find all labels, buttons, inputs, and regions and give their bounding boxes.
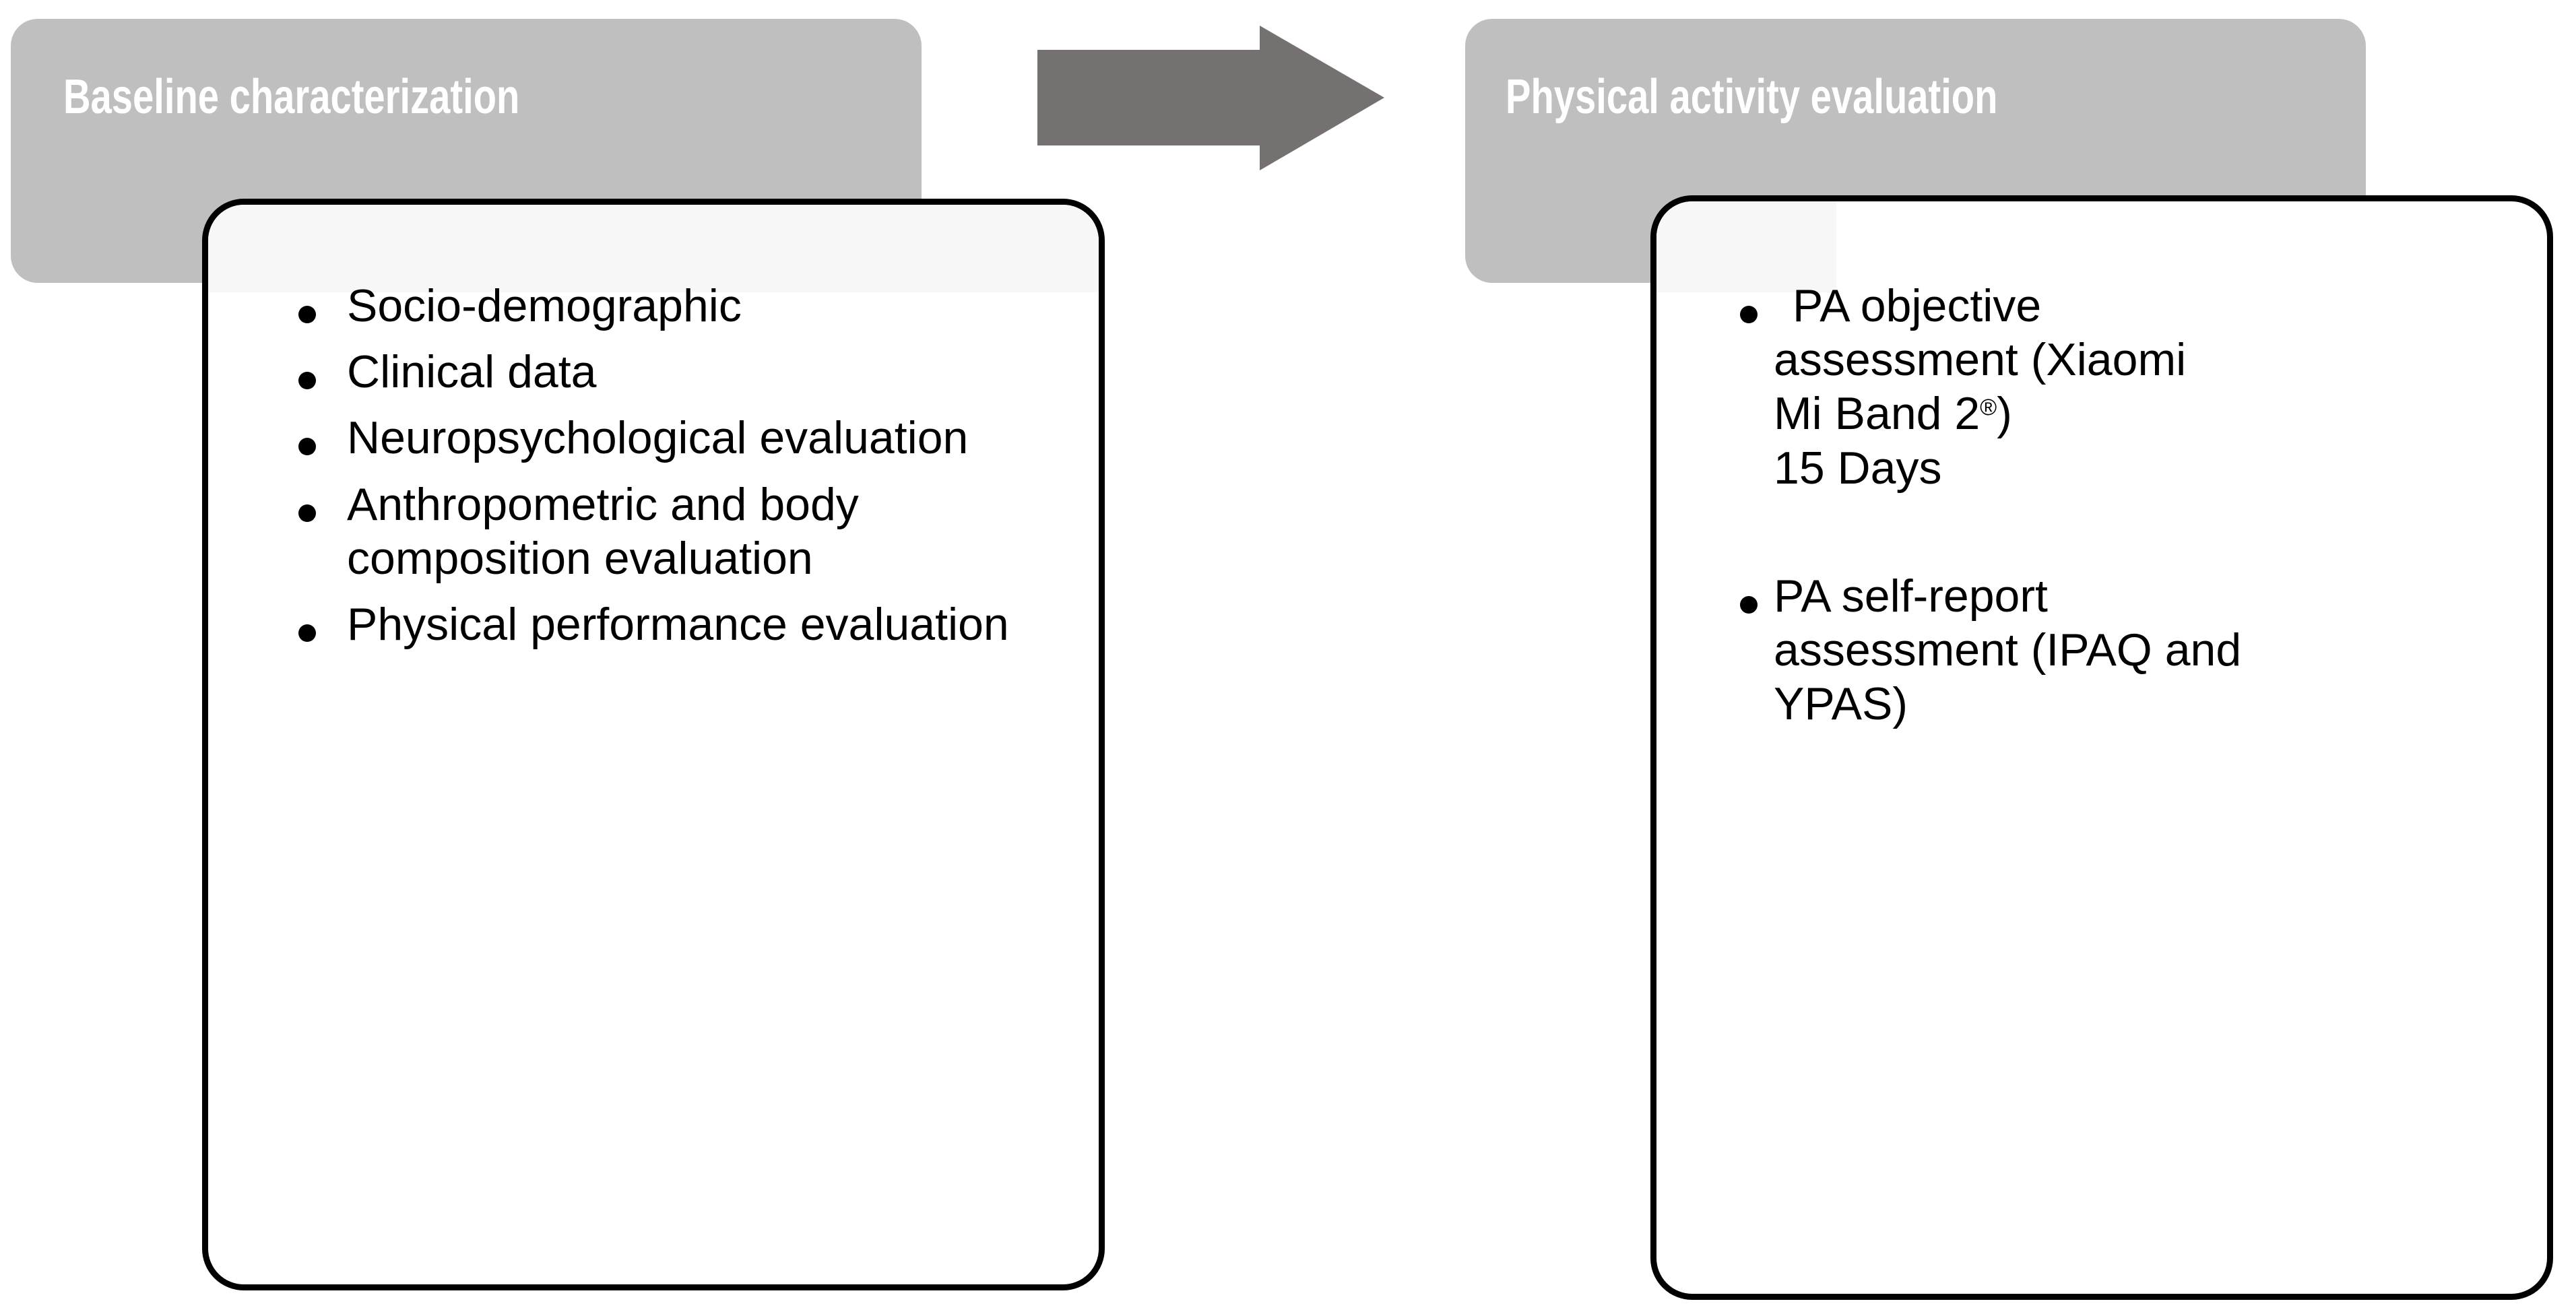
stage-title-physical-activity: Physical activity evaluation (1506, 70, 1998, 124)
list-item-label: Neuropsychological evaluation (347, 412, 969, 464)
list-item-label: PA objective assessment (Xiaomi Mi Band … (1774, 279, 2500, 495)
list-item-line: Mi Band 2 (1774, 388, 1981, 440)
physical-activity-item-list: PA objective assessment (Xiaomi Mi Band … (1739, 279, 2500, 731)
list-item-line: assessment (IPAQ and (1774, 624, 2242, 676)
stage-title-baseline: Baseline characterization (63, 70, 520, 124)
list-item-line: PA objective (1793, 280, 2042, 331)
list-item-line: YPAS) (1774, 678, 1908, 730)
list-item-label: Physical performance evaluation (347, 599, 1009, 651)
list-item: PA self-report assessment (IPAQ and YPAS… (1739, 569, 2500, 731)
list-item-label: Socio-demographic (347, 280, 742, 331)
bullet-icon (1740, 306, 1758, 323)
right-arrow-glyph (1037, 26, 1384, 170)
list-item-line: PA self-report (1774, 570, 2048, 622)
list-item: Anthropometric and body composition eval… (294, 478, 1062, 585)
list-item-line: assessment (Xiaomi (1774, 334, 2187, 386)
list-item-label: Anthropometric and body composition eval… (347, 478, 859, 584)
bullet-icon (298, 624, 316, 643)
baseline-item-list: Socio-demographic Clinical data Neuropsy… (294, 279, 1062, 663)
list-item: PA objective assessment (Xiaomi Mi Band … (1739, 279, 2500, 495)
list-item: Clinical data (294, 345, 1062, 399)
registered-trademark-icon: ® (1980, 395, 1997, 421)
list-item: Physical performance evaluation (294, 597, 1062, 651)
list-item-line: 15 Days (1774, 442, 1942, 494)
list-item-line: ) (1997, 388, 2012, 440)
list-item: Neuropsychological evaluation (294, 411, 1062, 465)
stage-card-baseline: Socio-demographic Clinical data Neuropsy… (202, 199, 1105, 1290)
bullet-icon (1740, 595, 1758, 614)
list-item-label: PA self-report assessment (IPAQ and YPAS… (1774, 569, 2500, 731)
list-item: Socio-demographic (294, 279, 1062, 333)
right-arrow-icon (1037, 26, 1384, 170)
list-item-label: Clinical data (347, 346, 597, 398)
bullet-icon (298, 306, 316, 323)
bullet-icon (298, 438, 316, 456)
bullet-icon (298, 504, 316, 522)
bullet-icon (298, 372, 316, 390)
stage-card-physical-activity: PA objective assessment (Xiaomi Mi Band … (1650, 195, 2553, 1300)
